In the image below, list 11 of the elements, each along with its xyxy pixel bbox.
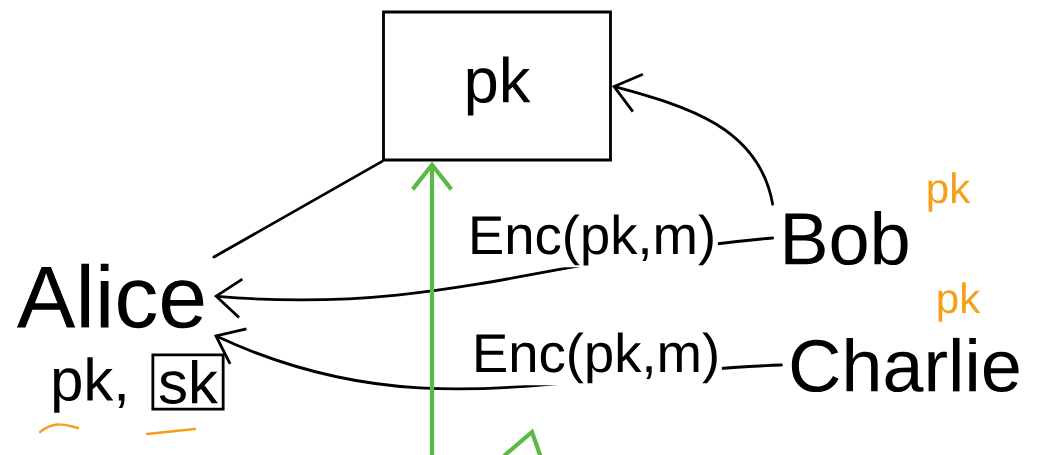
arrow bbox=[411, 161, 453, 455]
party-name: Bob bbox=[785, 210, 908, 266]
edge-label: Enc(pk,m) bbox=[472, 214, 713, 266]
party-name: Alice bbox=[16, 263, 204, 329]
secret-key-box: sk bbox=[151, 353, 225, 411]
superscript-label: pk bbox=[928, 172, 971, 212]
arrow bbox=[611, 72, 775, 206]
party-name: Charlie bbox=[791, 337, 1019, 393]
superscript-label: pk bbox=[938, 282, 981, 322]
edge-label: Enc(pk,m) bbox=[476, 332, 717, 384]
key-box: pk bbox=[382, 10, 612, 162]
